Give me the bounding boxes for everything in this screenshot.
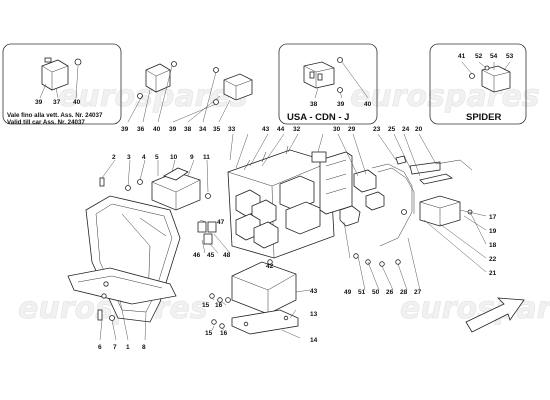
- callout-4: 4: [142, 154, 146, 161]
- inset-left: 39 37 40 Vale fino alla vett. Ass. Nr. 2…: [2, 43, 122, 126]
- relay-right: [401, 195, 473, 227]
- callout-35: 35: [213, 126, 221, 133]
- direction-arrow-icon: [465, 297, 525, 333]
- callout-30: 30: [333, 126, 341, 133]
- central-relay-board: [227, 145, 353, 259]
- relay-upper-mid: [213, 67, 253, 105]
- callout-1: 1: [126, 344, 130, 351]
- callout-51: 51: [358, 289, 366, 296]
- inset-left-label-40: 40: [73, 99, 81, 106]
- inset-spider-label-52: 52: [475, 53, 483, 60]
- callout-20: 20: [415, 126, 423, 133]
- control-unit: [225, 261, 297, 315]
- callout-47: 47: [217, 219, 225, 226]
- inset-usa-relay: [303, 57, 343, 93]
- inset-usa-frame: [278, 43, 378, 125]
- callout-15-b: 15: [205, 330, 213, 337]
- callout-11: 11: [203, 154, 210, 161]
- inset-spider-relay: [469, 65, 511, 93]
- inset-left-relay: [41, 57, 82, 91]
- callout-13: 13: [310, 311, 318, 318]
- callout-23: 23: [373, 126, 381, 133]
- callout-16-a: 16: [215, 302, 223, 309]
- callout-50: 50: [372, 289, 380, 296]
- callout-24: 24: [402, 126, 410, 133]
- inset-left-frame: [2, 43, 122, 125]
- inset-left-label-37: 37: [53, 99, 61, 106]
- inset-spider: 41 52 54 53 SPIDER: [429, 43, 527, 125]
- callout-26: 26: [386, 289, 394, 296]
- inset-spider-label-41: 41: [458, 53, 466, 60]
- connector-cluster: [197, 221, 217, 245]
- watermark-top-right: eurospares: [350, 79, 540, 114]
- inset-usa-label-38: 38: [310, 101, 318, 108]
- inset-spider-label-53: 53: [506, 53, 514, 60]
- callout-7: 7: [113, 344, 117, 351]
- callout-49: 49: [344, 289, 352, 296]
- relays-right-of-board: [311, 151, 385, 227]
- callout-5: 5: [155, 154, 159, 161]
- callout-32: 32: [293, 126, 301, 133]
- callout-17: 17: [489, 214, 497, 221]
- leader-lines: [99, 65, 487, 341]
- callout-18: 18: [489, 242, 497, 249]
- inset-spider-frame: [429, 43, 527, 125]
- callout-27: 27: [414, 289, 422, 296]
- callout-43-a: 43: [262, 126, 270, 133]
- callout-48: 48: [223, 252, 231, 259]
- callout-16-b: 16: [220, 330, 228, 337]
- inset-spider-title: SPIDER: [466, 112, 502, 123]
- callout-39-b: 39: [169, 126, 177, 133]
- lower-bracket: [67, 267, 177, 305]
- callout-19: 19: [489, 228, 497, 235]
- inset-usa: 38 39 40 USA - CDN - J: [278, 43, 378, 125]
- callout-45: 45: [207, 252, 215, 259]
- callout-43-b: 43: [310, 288, 318, 295]
- inset-usa-label-39: 39: [337, 101, 345, 108]
- callout-29: 29: [348, 126, 356, 133]
- callout-10: 10: [170, 154, 178, 161]
- callout-2: 2: [112, 154, 116, 161]
- callout-25: 25: [388, 126, 396, 133]
- inset-usa-label-40: 40: [364, 101, 372, 108]
- callout-8: 8: [142, 344, 146, 351]
- callout-34: 34: [199, 126, 207, 133]
- inset-left-note-line1: Vale fino alla vett. Ass. Nr. 24037: [7, 112, 103, 119]
- inset-left-note-line2: Valid till car Ass. Nr. 24037: [7, 119, 85, 126]
- control-unit-bracket: [231, 309, 299, 335]
- relay-upper-left: [137, 61, 177, 99]
- callout-6: 6: [98, 344, 102, 351]
- callout-15-a: 15: [202, 302, 210, 309]
- callout-22: 22: [489, 256, 497, 263]
- callout-36: 36: [137, 126, 145, 133]
- callout-42: 42: [266, 263, 274, 270]
- callout-21: 21: [489, 270, 497, 277]
- inset-usa-title: USA - CDN - J: [287, 112, 349, 123]
- callout-33: 33: [228, 126, 236, 133]
- cable-harness: [371, 155, 473, 247]
- callout-46: 46: [193, 252, 201, 259]
- callout-40-a: 40: [153, 126, 161, 133]
- callout-14: 14: [310, 337, 318, 344]
- callout-39-a: 39: [121, 126, 129, 133]
- callout-3: 3: [127, 154, 131, 161]
- callout-9: 9: [190, 154, 194, 161]
- relay-housing-left: [151, 167, 201, 211]
- callout-44: 44: [277, 126, 285, 133]
- inset-left-label-39: 39: [35, 99, 43, 106]
- callout-38: 38: [184, 126, 192, 133]
- callout-28: 28: [400, 289, 408, 296]
- inset-spider-label-54: 54: [490, 53, 498, 60]
